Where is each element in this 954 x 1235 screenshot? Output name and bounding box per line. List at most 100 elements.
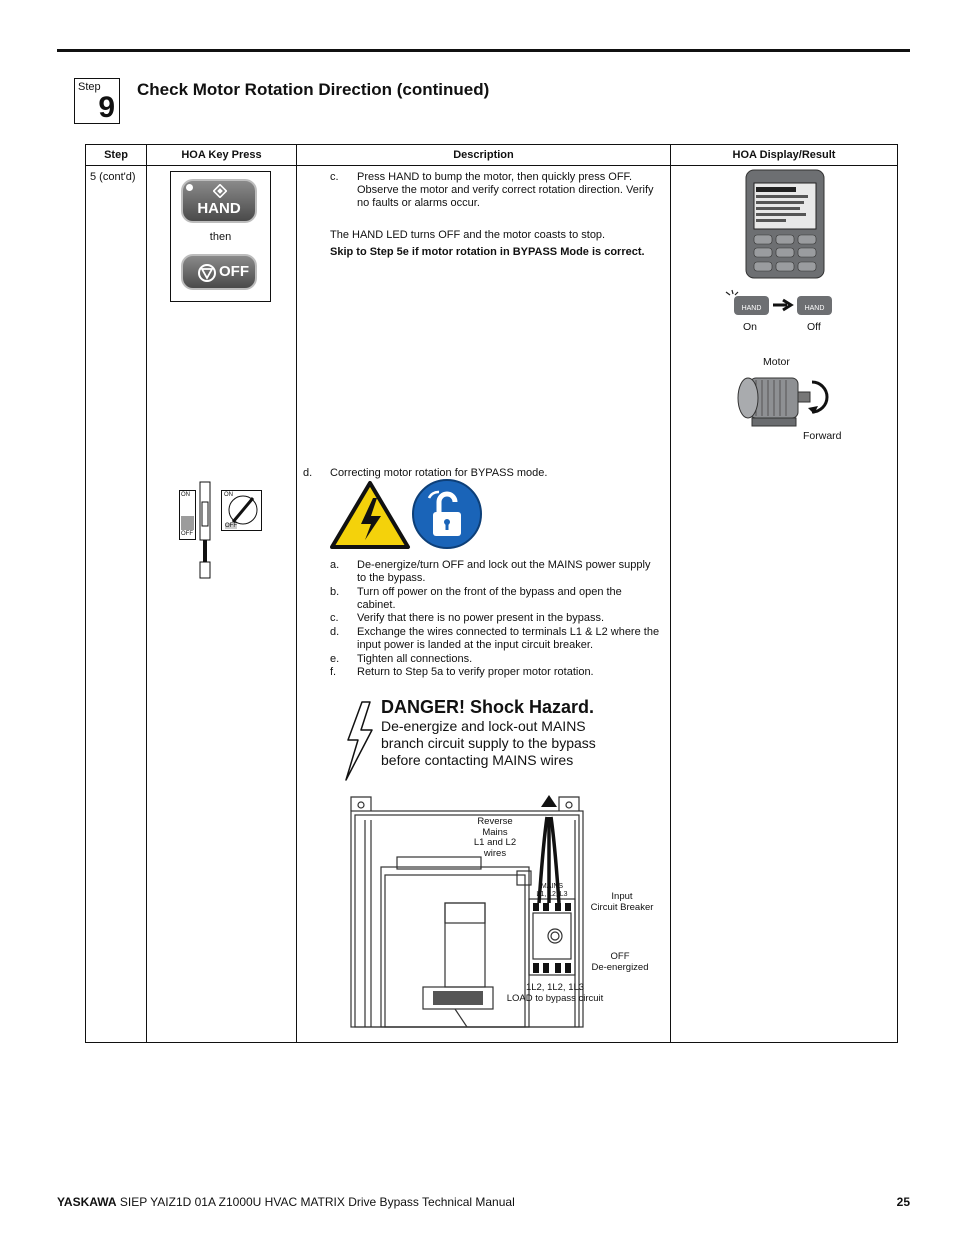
list-text: De-energize/turn OFF and lock out the MA… bbox=[357, 559, 667, 586]
list-marker: f. bbox=[330, 666, 337, 678]
switch-handle-icon bbox=[199, 481, 211, 579]
figure-label-line: De-energized bbox=[591, 961, 649, 973]
list-marker: e. bbox=[330, 653, 340, 665]
off-key: OFF bbox=[181, 254, 257, 290]
input-breaker-label: Input Circuit Breaker bbox=[587, 891, 657, 913]
list-marker: b. bbox=[330, 586, 340, 598]
hand-key-label: HAND bbox=[197, 200, 241, 217]
led-off-label: Off bbox=[807, 321, 821, 333]
list-line: Exchange the wires connected to terminal… bbox=[357, 626, 660, 638]
list-text: Verify that there is no power present in… bbox=[357, 612, 605, 624]
footer-title: SIEP YAIZ1D 01A Z1000U HVAC MATRIX Drive… bbox=[116, 1195, 515, 1209]
hand-off-key-label: HAND bbox=[804, 305, 825, 312]
then-label: then bbox=[209, 231, 232, 243]
breaker-switch-panel: ON OFF bbox=[179, 490, 196, 540]
header-hoa-display: HOA Display/Result bbox=[732, 149, 836, 161]
figure-label-line: Reverse bbox=[477, 816, 513, 827]
hand-off-key: HAND bbox=[797, 296, 832, 315]
hand-on-key: HAND bbox=[734, 296, 769, 315]
list-text: Return to Step 5a to verify proper motor… bbox=[357, 666, 594, 678]
figure-label-line: MAINS bbox=[540, 883, 564, 890]
list-marker: c. bbox=[330, 612, 339, 624]
desc-c-line: no faults or alarms occur. bbox=[357, 197, 480, 209]
step-badge: Step 9 bbox=[74, 78, 120, 124]
danger-line: before contacting MAINS wires bbox=[381, 752, 574, 768]
section-heading: Check Motor Rotation Direction (continue… bbox=[137, 80, 490, 99]
led-on-label: On bbox=[743, 321, 758, 333]
col-divider bbox=[670, 145, 671, 1042]
col-divider bbox=[146, 145, 147, 1042]
off-key-label: OFF bbox=[219, 263, 249, 280]
lightning-bolt-icon bbox=[345, 701, 373, 781]
header-step: Step bbox=[104, 149, 128, 161]
desc-d-title: Correcting motor rotation for BYPASS mod… bbox=[330, 467, 548, 479]
rotary-disconnect: ON OFF bbox=[221, 490, 262, 531]
step-badge-label: Step bbox=[78, 81, 101, 93]
list-line: input power is landed at the input circu… bbox=[357, 639, 594, 652]
desc-c-marker: c. bbox=[330, 171, 339, 183]
list-line: De-energize/turn OFF and lock out the MA… bbox=[357, 559, 651, 571]
electric-hazard-icon bbox=[330, 481, 410, 549]
stop-icon bbox=[198, 264, 216, 282]
figure-label-line: L1 and L2 bbox=[473, 837, 517, 848]
mains-label: MAINS L1, L2, L3 bbox=[532, 883, 572, 899]
bypass-cabinet-diagram bbox=[350, 795, 584, 1028]
footer-text: YASKAWA SIEP YAIZ1D 01A Z1000U HVAC MATR… bbox=[57, 1195, 515, 1209]
step-value: 5 (cont'd) bbox=[90, 171, 136, 183]
rotary-on-label: ON bbox=[224, 492, 233, 498]
lockout-icon bbox=[412, 479, 482, 549]
hand-diamond-icon bbox=[213, 184, 227, 198]
figure-label-line: 1L2, 1L2, 1L3 bbox=[525, 982, 585, 993]
list-marker: a. bbox=[330, 559, 340, 571]
forward-label: Forward bbox=[803, 430, 842, 442]
figure-label-line: Mains bbox=[482, 826, 508, 838]
header-divider bbox=[86, 165, 897, 166]
hand-on-key-label: HAND bbox=[741, 305, 762, 312]
motor-label: Motor bbox=[763, 356, 790, 368]
arrow-right-icon bbox=[773, 298, 794, 312]
figure-label-line: Input bbox=[611, 891, 633, 902]
top-rule bbox=[57, 49, 910, 52]
figure-label-line: L1, L2, L3 bbox=[536, 891, 568, 898]
footer-brand: YASKAWA bbox=[57, 1195, 117, 1209]
list-text: Tighten all connections. bbox=[357, 653, 473, 665]
list-line: Turn off power on the front of the bypas… bbox=[357, 586, 622, 598]
figure-label-line: Circuit Breaker bbox=[590, 901, 654, 913]
desc-c-line: Observe the motor and verify correct rot… bbox=[357, 184, 654, 196]
off-deenergized-label: OFF De-energized bbox=[585, 951, 655, 973]
rotary-knob-icon bbox=[228, 495, 258, 525]
list-marker: d. bbox=[330, 626, 340, 638]
col-divider bbox=[296, 145, 297, 1042]
figure-label-line: wires bbox=[483, 847, 507, 859]
header-description: Description bbox=[453, 149, 514, 161]
header-hoa-key-press: HOA Key Press bbox=[181, 149, 262, 161]
step-badge-number: 9 bbox=[98, 91, 115, 124]
rotary-off-label: OFF bbox=[225, 523, 237, 529]
list-line: to the bypass. bbox=[357, 572, 426, 585]
list-text: Turn off power on the front of the bypas… bbox=[357, 586, 667, 613]
desc-d-marker: d. bbox=[303, 467, 313, 479]
breaker-on-label: ON bbox=[181, 492, 190, 498]
danger-line: De-energize and lock-out MAINS bbox=[381, 718, 586, 734]
danger-line: branch circuit supply to the bypass bbox=[381, 735, 596, 751]
figure-label-line: OFF bbox=[610, 951, 630, 962]
desc-c-note: The HAND LED turns OFF and the motor coa… bbox=[330, 229, 606, 241]
reverse-wires-label: Reverse Mains L1 and L2 wires bbox=[466, 816, 524, 859]
hand-led-icon bbox=[186, 184, 193, 191]
keypad-device-icon bbox=[745, 169, 825, 279]
breaker-toggle bbox=[181, 516, 194, 530]
danger-title: DANGER! Shock Hazard. bbox=[381, 697, 595, 717]
procedure-table: Step HOA Key Press Description HOA Displ… bbox=[85, 144, 898, 1043]
list-text: Exchange the wires connected to terminal… bbox=[357, 626, 667, 653]
desc-c-skip: Skip to Step 5e if motor rotation in BYP… bbox=[330, 246, 645, 258]
motor-icon bbox=[737, 377, 829, 427]
hand-key: HAND bbox=[181, 179, 257, 223]
breaker-off-label: OFF bbox=[181, 531, 193, 537]
key-press-panel: HAND then OFF bbox=[170, 171, 271, 302]
list-line: cabinet. bbox=[357, 599, 396, 612]
load-label: 1L2, 1L2, 1L3 LOAD to bypass circuit bbox=[500, 982, 610, 1004]
page-number: 25 bbox=[896, 1195, 910, 1209]
desc-c-line: Press HAND to bump the motor, then quick… bbox=[357, 171, 633, 183]
figure-label-line: LOAD to bypass circuit bbox=[506, 992, 604, 1004]
led-flash-icon bbox=[725, 289, 739, 296]
